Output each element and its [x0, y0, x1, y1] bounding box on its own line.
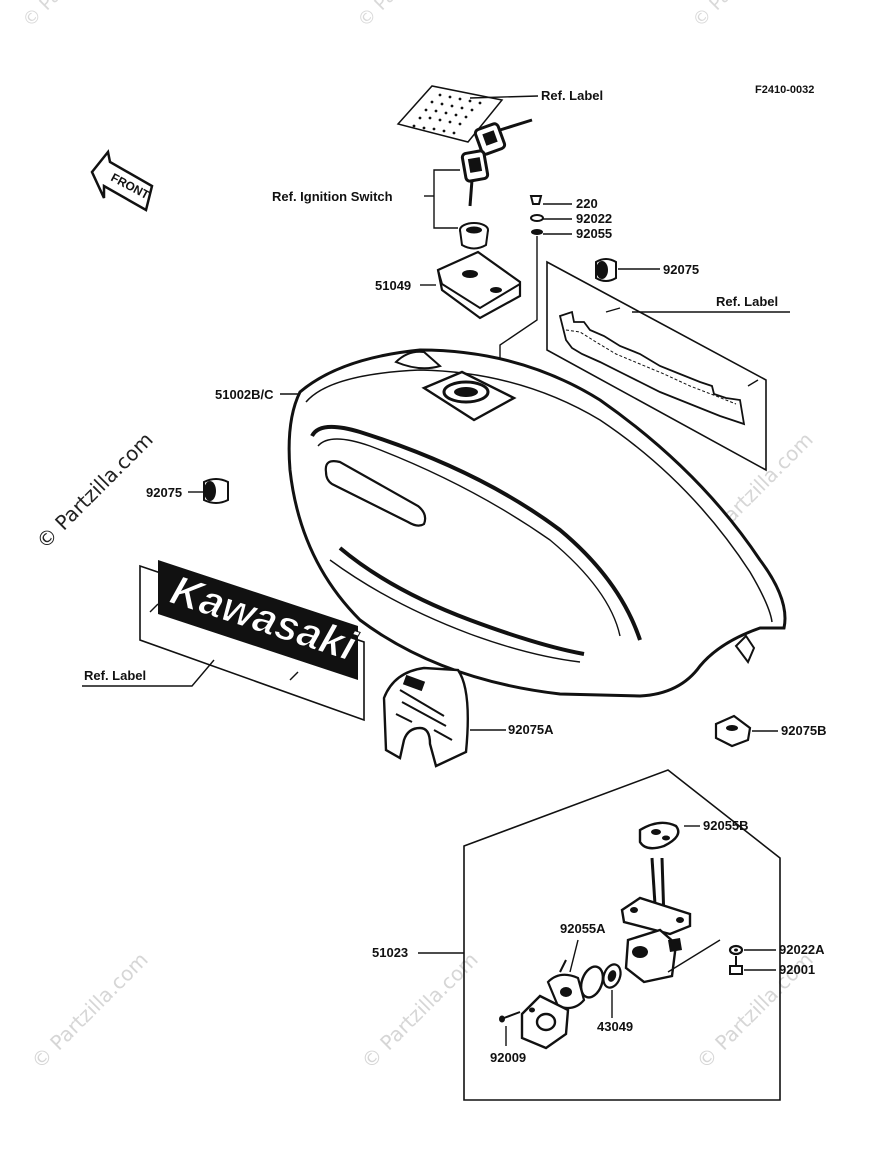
screw-icon: [149, 603, 159, 613]
callout-92009: 92009: [490, 1050, 526, 1065]
callout-51049: 51049: [375, 278, 411, 293]
screw-icon: [747, 379, 759, 387]
leader-line: [82, 659, 215, 687]
rubber-cushion-small: [714, 714, 752, 748]
rubber-damper-right: [595, 258, 617, 282]
ignition-keys-icon: [460, 118, 533, 207]
leader-bracket: [433, 169, 460, 229]
watermark: © Partzilla.com: [354, 0, 467, 32]
side-stripe-label: [558, 310, 746, 426]
leader-line: [569, 939, 579, 973]
fuel-cap-part: [436, 250, 522, 320]
rubber-seat-damper: [382, 666, 469, 768]
callout-43049: 43049: [597, 1019, 633, 1034]
ref-label-panel-right: [546, 260, 767, 472]
watermark: © Partzilla.com: [19, 0, 132, 32]
lever-and-gasket: [546, 959, 586, 1010]
lock-cylinder-icon: [459, 222, 489, 250]
callout-92001: 92001: [779, 962, 815, 977]
leader-line: [469, 95, 539, 99]
callout-92075-right: 92075: [663, 262, 699, 277]
bolt-washer-stack: [529, 195, 544, 235]
fuel-cock-assembly-frame: [463, 769, 781, 1101]
callout-51002: 51002B/C: [215, 387, 274, 402]
fuel-cock-valve: [620, 857, 692, 984]
screw-icon: [499, 1011, 521, 1023]
gasket-oval: [638, 821, 680, 850]
callout-92055A: 92055A: [560, 921, 606, 936]
callout-92022A: 92022A: [779, 942, 825, 957]
callout-51023: 51023: [372, 945, 408, 960]
o-ring-and-filter: [579, 963, 622, 999]
callout-92075-left: 92075: [146, 485, 182, 500]
callout-ref-label-left: Ref. Label: [84, 668, 146, 683]
ref-label-sheet-top: [396, 85, 504, 143]
callout-92075A: 92075A: [508, 722, 554, 737]
callout-92075B: 92075B: [781, 723, 827, 738]
front-arrow-icon: FRONT: [90, 149, 154, 212]
watermark-dark: © Partzilla.com: [32, 427, 158, 553]
screw-icon: [605, 307, 621, 313]
callout-220: 220: [576, 196, 598, 211]
callout-92055B: 92055B: [703, 818, 749, 833]
rubber-damper-left: [203, 478, 229, 504]
watermark: © Partzilla.com: [689, 0, 802, 32]
washer-and-bolt: [728, 944, 744, 975]
fuel-tank-body: [287, 348, 787, 698]
screw-icon: [289, 671, 299, 681]
callout-92022: 92022: [576, 211, 612, 226]
lever-plate: [520, 994, 570, 1050]
callout-ref-ignition-switch: Ref. Ignition Switch: [272, 189, 393, 204]
watermark: © Partzilla.com: [27, 947, 153, 1073]
callout-92055: 92055: [576, 226, 612, 241]
figure-code: F2410-0032: [755, 84, 814, 96]
callout-ref-label-right: Ref. Label: [716, 294, 778, 309]
callout-ref-label-top: Ref. Label: [541, 88, 603, 103]
leader-line: [667, 939, 721, 973]
